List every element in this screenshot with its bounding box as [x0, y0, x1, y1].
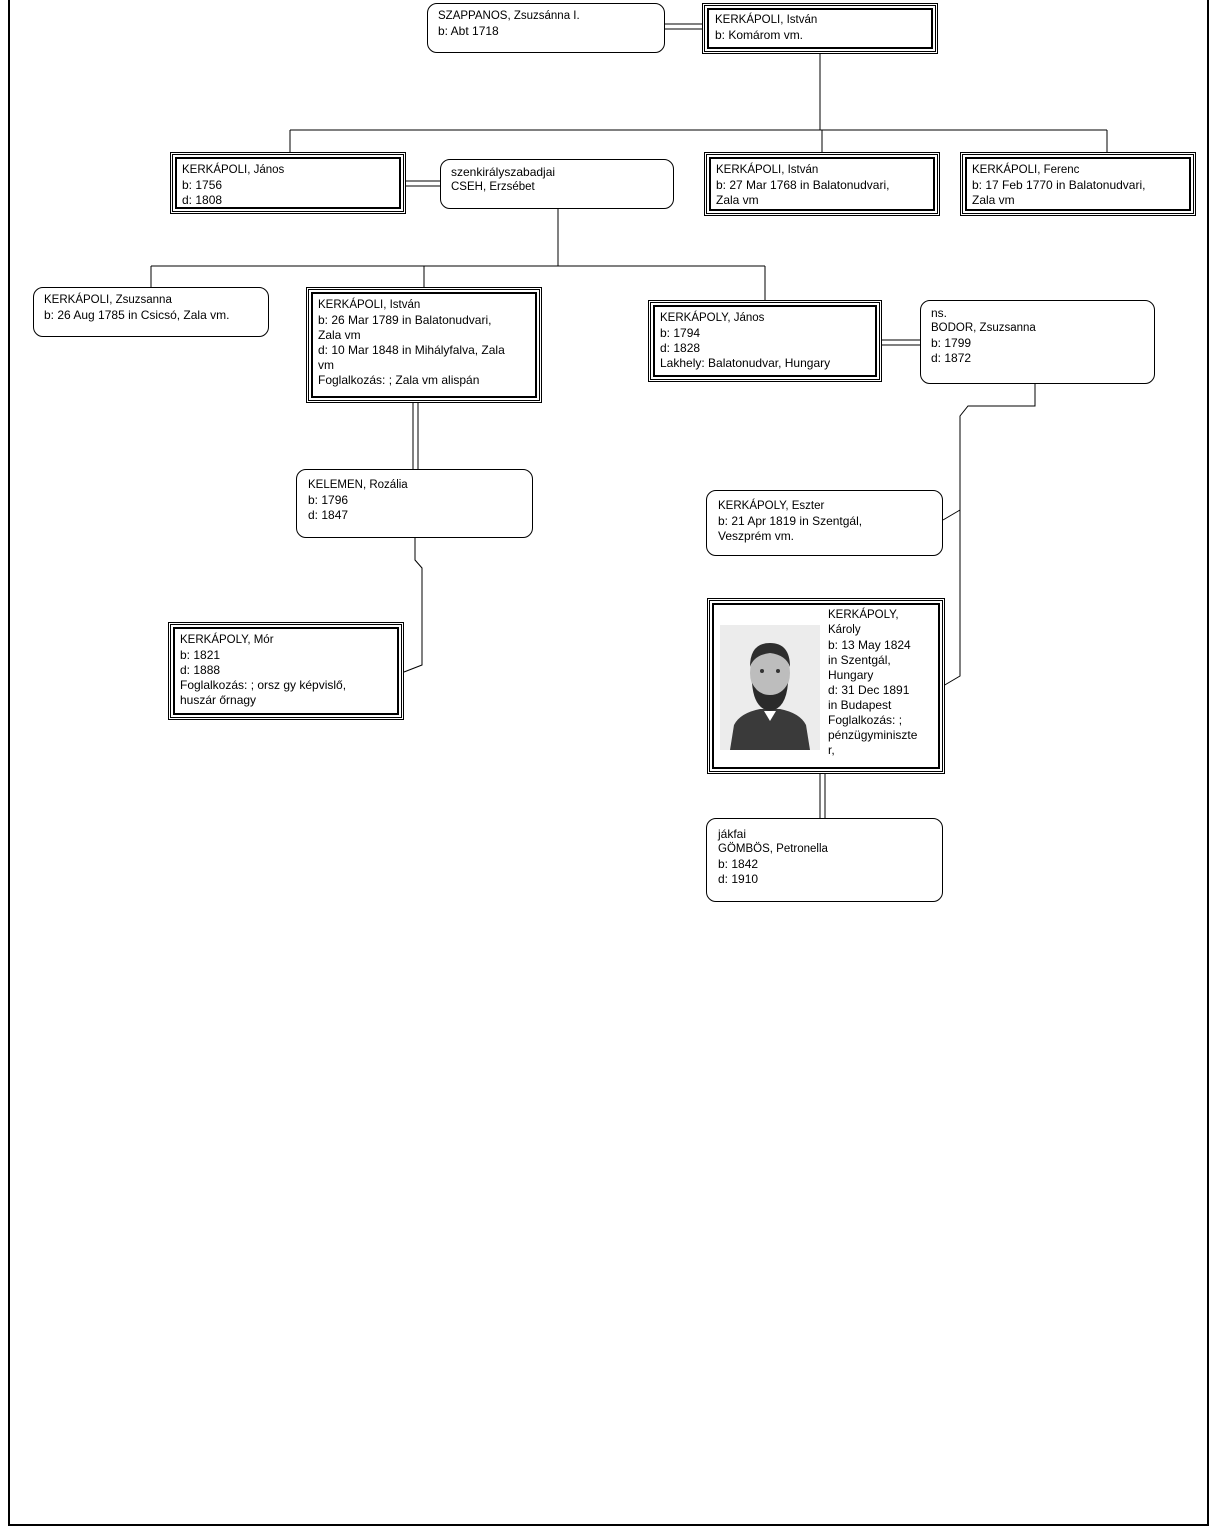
person-name: GÖMBÖS, Petronella — [718, 843, 828, 855]
person-detail: r, — [828, 743, 835, 757]
person-death: d: 1888 — [180, 663, 221, 677]
person-detail: Zala vm — [318, 328, 361, 342]
person-occupation: Foglalkozás: ; orsz gy képvislő, — [180, 678, 347, 692]
person-name: KERKÁPOLI, István — [716, 164, 819, 176]
person-box-cseh[interactable]: szenkirályszabadjai CSEH, Erzsébet — [440, 159, 674, 209]
person-box-mor[interactable]: KERKÁPOLY, Mór b: 1821 d: 1888 Foglalkoz… — [168, 622, 404, 720]
person-detail: in Szentgál, — [828, 653, 891, 667]
person-birth: b: 1821 — [180, 648, 221, 662]
person-name: KERKÁPOLI, Ferenc — [972, 164, 1080, 176]
portrait-icon — [720, 625, 820, 750]
person-birth: b: 1842 — [718, 857, 759, 871]
person-name-given: Károly — [828, 624, 861, 636]
person-birth: b: 21 Apr 1819 in Szentgál, — [718, 514, 863, 528]
person-death: d: 1847 — [308, 508, 349, 522]
person-birth: b: 1756 — [182, 178, 223, 192]
person-birth-place: Zala vm — [716, 193, 759, 207]
person-detail: Hungary — [828, 668, 874, 682]
person-detail: pénzügyminiszte — [828, 728, 918, 742]
person-name: KERKÁPOLI, István — [318, 299, 421, 311]
person-detail: b: 26 Mar 1789 in Balatonudvari, — [318, 313, 492, 327]
person-box-janos-1756[interactable]: KERKÁPOLI, János b: 1756 d: 1808 — [170, 152, 406, 214]
person-detail: b: 13 May 1824 — [828, 638, 911, 652]
person-detail: Foglalkozás: ; Zala vm alispán — [318, 373, 480, 387]
person-detail: Foglalkozás: ; — [828, 713, 903, 727]
person-birth: b: 1794 — [660, 326, 701, 340]
person-name: KERKÁPOLY, — [828, 609, 899, 621]
person-birth-place: Zala vm — [972, 193, 1015, 207]
person-birth: b: 17 Feb 1770 in Balatonudvari, — [972, 178, 1146, 192]
person-detail: in Budapest — [828, 698, 892, 712]
person-box-karoly[interactable]: KERKÁPOLY, Károly b: 13 May 1824 in Szen… — [707, 598, 945, 774]
person-box-janos-1794[interactable]: KERKÁPOLY, János b: 1794 d: 1828 Lakhely… — [648, 300, 882, 382]
person-box-zsuzsanna-1785[interactable]: KERKÁPOLI, Zsuzsanna b: 26 Aug 1785 in C… — [33, 287, 269, 337]
person-name: BODOR, Zsuzsanna — [931, 322, 1036, 334]
person-name: KELEMEN, Rozália — [308, 479, 408, 491]
person-name: SZAPPANOS, Zsuzsánna I. — [438, 10, 580, 22]
person-birth: b: Abt 1718 — [438, 24, 499, 38]
person-prefix: szenkirályszabadjai — [451, 165, 556, 179]
person-birth: b: 1796 — [308, 493, 349, 507]
person-box-eszter[interactable]: KERKÁPOLY, Eszter b: 21 Apr 1819 in Szen… — [706, 490, 943, 556]
person-birth: b: 26 Aug 1785 in Csicsó, Zala vm. — [44, 308, 230, 322]
person-box-kelemen[interactable]: KELEMEN, Rozália b: 1796 d: 1847 — [296, 469, 533, 538]
person-occupation: huszár őrnagy — [180, 693, 257, 707]
person-death: d: 1910 — [718, 872, 759, 886]
person-name: KERKÁPOLI, Zsuzsanna — [44, 294, 172, 306]
person-birth: b: 27 Mar 1768 in Balatonudvari, — [716, 178, 890, 192]
person-birth: b: Komárom vm. — [715, 28, 804, 42]
person-prefix: jákfai — [718, 827, 747, 841]
person-detail: vm — [318, 358, 334, 372]
person-death: d: 1808 — [182, 193, 223, 207]
person-name: KERKÁPOLI, István — [715, 14, 818, 26]
person-name: KERKÁPOLY, Mór — [180, 634, 274, 646]
portrait-photo — [720, 625, 820, 750]
person-prefix: ns. — [931, 306, 948, 320]
person-box-ferenc[interactable]: KERKÁPOLI, Ferenc b: 17 Feb 1770 in Bala… — [960, 152, 1196, 216]
person-box-istvan-1789[interactable]: KERKÁPOLI, István b: 26 Mar 1789 in Bala… — [306, 287, 542, 403]
person-residence: Lakhely: Balatonudvar, Hungary — [660, 356, 831, 370]
person-detail: d: 31 Dec 1891 — [828, 683, 910, 697]
person-box-istvan-1768[interactable]: KERKÁPOLI, István b: 27 Mar 1768 in Bala… — [704, 152, 940, 216]
person-birth-place: Veszprém vm. — [718, 529, 795, 543]
person-death: d: 1828 — [660, 341, 701, 355]
person-box-bodor[interactable]: ns. BODOR, Zsuzsanna b: 1799 d: 1872 — [920, 300, 1155, 384]
person-box-szappanos[interactable]: SZAPPANOS, Zsuzsánna I. b: Abt 1718 — [427, 3, 665, 53]
person-death: d: 1872 — [931, 351, 972, 365]
person-box-istvan-root[interactable]: KERKÁPOLI, István b: Komárom vm. — [702, 3, 938, 54]
person-name: KERKÁPOLI, János — [182, 164, 285, 176]
person-birth: b: 1799 — [931, 336, 972, 350]
person-name: KERKÁPOLY, János — [660, 312, 765, 324]
person-box-gombos[interactable]: jákfai GÖMBÖS, Petronella b: 1842 d: 191… — [706, 818, 943, 902]
person-name: CSEH, Erzsébet — [451, 181, 535, 193]
person-detail: d: 10 Mar 1848 in Mihályfalva, Zala — [318, 343, 505, 357]
person-name: KERKÁPOLY, Eszter — [718, 500, 825, 512]
